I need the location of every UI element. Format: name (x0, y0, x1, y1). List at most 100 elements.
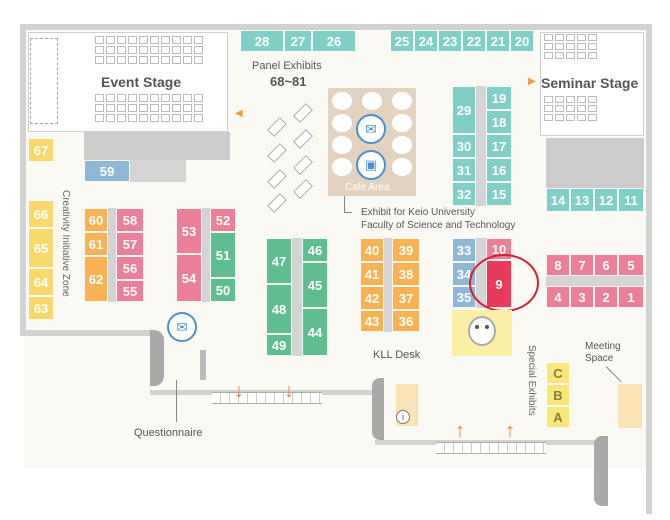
booth-67[interactable]: 67 (28, 138, 54, 162)
event-stage-platform (30, 38, 58, 124)
booth-43[interactable]: 43 (360, 310, 384, 332)
wall-left (20, 24, 26, 336)
questionnaire-stand[interactable] (200, 350, 206, 380)
booth-57[interactable]: 57 (116, 232, 144, 256)
pillar-center (372, 378, 384, 440)
booth-58[interactable]: 58 (116, 208, 144, 232)
pillar-left (150, 330, 164, 386)
booth-31[interactable]: 31 (452, 158, 476, 182)
booth-66[interactable]: 66 (28, 200, 54, 228)
ballot-box-icon-lower: ✉ (167, 312, 197, 342)
booth-7[interactable]: 7 (570, 254, 594, 276)
booth-3[interactable]: 3 (570, 286, 594, 308)
panel-exhibits-label: Panel Exhibits (252, 60, 322, 72)
booth-54[interactable]: 54 (176, 254, 202, 302)
booth-49[interactable]: 49 (266, 334, 292, 356)
booth-61[interactable]: 61 (84, 232, 108, 256)
booth-52[interactable]: 52 (210, 208, 236, 232)
booth-13[interactable]: 13 (570, 188, 594, 212)
robot-exhibit[interactable] (452, 310, 512, 356)
booth-36[interactable]: 36 (392, 310, 420, 332)
booth-14[interactable]: 14 (546, 188, 570, 212)
booth-64[interactable]: 64 (28, 268, 54, 296)
booth-5[interactable]: 5 (618, 254, 644, 276)
booth-11[interactable]: 11 (618, 188, 644, 212)
booth-51[interactable]: 51 (210, 232, 236, 278)
aisle-divider-53 (202, 208, 210, 302)
booth-62[interactable]: 62 (84, 256, 108, 302)
aisle-wall-top (84, 132, 230, 160)
booth-12[interactable]: 12 (594, 188, 618, 212)
arrow-left-icon: ◀ (235, 108, 243, 119)
booth-19[interactable]: 19 (486, 86, 512, 110)
entrance-right (436, 442, 546, 454)
aisle-divider-29 (476, 86, 486, 206)
booth-48[interactable]: 48 (266, 284, 292, 334)
booth-15[interactable]: 15 (486, 182, 512, 206)
booth-37[interactable]: 37 (392, 286, 420, 310)
booth-22[interactable]: 22 (462, 30, 486, 52)
booth-28[interactable]: 28 (240, 30, 284, 52)
booth-55[interactable]: 55 (116, 280, 144, 302)
booth-50[interactable]: 50 (210, 278, 236, 302)
meeting-space-label-1: Meeting (585, 341, 621, 352)
booth-c[interactable]: C (546, 362, 570, 384)
event-stage-seating-lower (95, 94, 203, 122)
seminar-stage-seating (544, 34, 597, 59)
booth-a[interactable]: A (546, 406, 570, 428)
info-icon: i (396, 410, 410, 424)
booth-2[interactable]: 2 (594, 286, 618, 308)
booth-25[interactable]: 25 (390, 30, 414, 52)
highlight-circle (469, 254, 539, 312)
booth-45[interactable]: 45 (302, 262, 328, 308)
booth-16[interactable]: 16 (486, 158, 512, 182)
booth-23[interactable]: 23 (438, 30, 462, 52)
booth-63[interactable]: 63 (28, 296, 54, 320)
booth-32[interactable]: 32 (452, 182, 476, 206)
booth-17[interactable]: 17 (486, 134, 512, 158)
booth-26[interactable]: 26 (312, 30, 356, 52)
booth-20[interactable]: 20 (510, 30, 534, 52)
booth-33[interactable]: 33 (452, 238, 476, 262)
booth-18[interactable]: 18 (486, 110, 512, 134)
booth-b[interactable]: B (546, 384, 570, 406)
pillar-right (594, 436, 608, 506)
booth-46[interactable]: 46 (302, 238, 328, 262)
booth-1[interactable]: 1 (618, 286, 644, 308)
booth-21[interactable]: 21 (486, 30, 510, 52)
booth-24[interactable]: 24 (414, 30, 438, 52)
booth-30[interactable]: 30 (452, 134, 476, 158)
booth-60[interactable]: 60 (84, 208, 108, 232)
wall-right (646, 24, 652, 514)
special-exhibits-label: Special Exhibits (526, 345, 537, 416)
booth-53[interactable]: 53 (176, 208, 202, 254)
booth-41[interactable]: 41 (360, 262, 384, 286)
entrance-arrow-up-icon-2: ↑ (505, 420, 515, 442)
booth-56[interactable]: 56 (116, 256, 144, 280)
booth-42[interactable]: 42 (360, 286, 384, 310)
booth-59[interactable]: 59 (84, 160, 130, 182)
keio-exhibit-pointer-h (344, 212, 352, 213)
cafe-area-label: Cafe Area (345, 182, 390, 193)
booth-29[interactable]: 29 (452, 86, 476, 134)
booth-39[interactable]: 39 (392, 238, 420, 262)
event-stage-title: Event Stage (101, 74, 182, 90)
keio-exhibit-pointer (344, 196, 345, 212)
questionnaire-label: Questionnaire (134, 427, 203, 439)
booth-4[interactable]: 4 (546, 286, 570, 308)
booth-6[interactable]: 6 (594, 254, 618, 276)
aisle-divider-47 (292, 238, 302, 356)
cafe-area[interactable]: ✉ ▣ Cafe Area (328, 88, 416, 196)
seminar-stage-seating-lower (544, 96, 597, 121)
booth-40[interactable]: 40 (360, 238, 384, 262)
wall-top (20, 24, 652, 30)
booth-44[interactable]: 44 (302, 308, 328, 356)
booth-65[interactable]: 65 (28, 228, 54, 268)
booth-8[interactable]: 8 (546, 254, 570, 276)
entrance-arrow-down-icon: ↓ (234, 380, 244, 402)
booth-38[interactable]: 38 (392, 262, 420, 286)
booth-47[interactable]: 47 (266, 238, 292, 284)
booth-27[interactable]: 27 (284, 30, 312, 52)
meeting-space-area[interactable] (618, 384, 642, 428)
presentation-icon: ▣ (356, 150, 386, 180)
